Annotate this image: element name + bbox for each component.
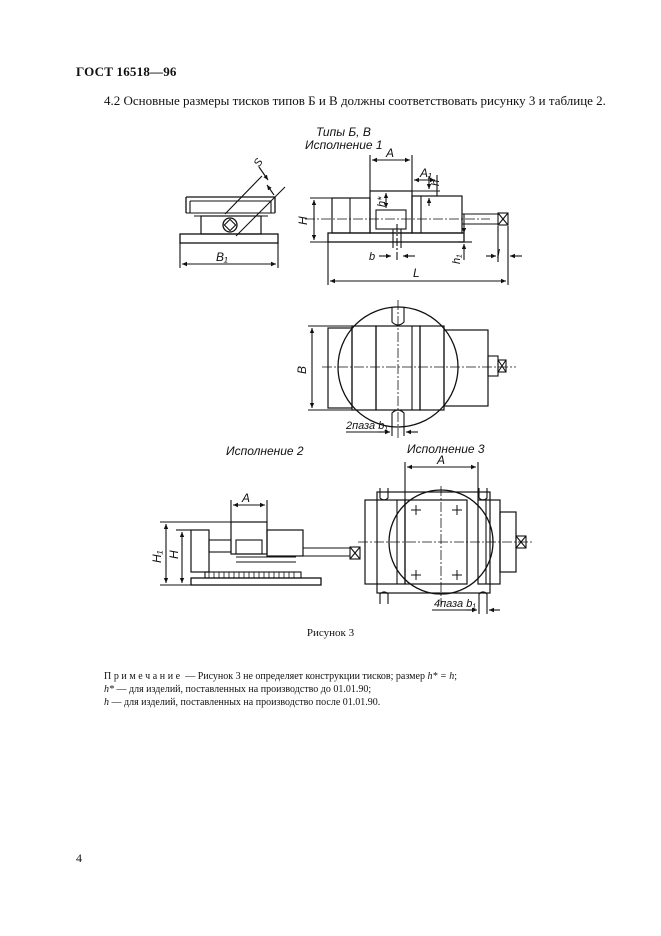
dim-label-B: B bbox=[295, 366, 309, 374]
dim-label-A1: A₁ bbox=[419, 166, 432, 180]
variant1-front-view bbox=[305, 155, 522, 285]
note-line-1-text: — Рисунок 3 не определяет конструкции ти… bbox=[182, 671, 428, 682]
title-types: Типы Б, В bbox=[316, 125, 371, 139]
figure-caption: Рисунок 3 bbox=[306, 627, 355, 639]
page-number: 4 bbox=[76, 851, 82, 865]
dim-label-A-v3: A bbox=[436, 453, 445, 467]
variant3-view bbox=[358, 462, 534, 614]
title-variant-1: Исполнение 1 bbox=[305, 138, 383, 152]
label-4-slots: 4паза b₁ bbox=[434, 598, 476, 610]
variant1-end-view bbox=[179, 166, 286, 268]
note-line-2-text: — для изделий, поставленных на производс… bbox=[114, 684, 372, 695]
dim-label-hstar: h* bbox=[376, 196, 388, 207]
dim-label-A: A bbox=[385, 146, 394, 160]
note-symbol-hstar: h* bbox=[104, 684, 114, 695]
note-line-1: Примечание — Рисунок 3 не определяет кон… bbox=[104, 670, 624, 683]
note-line-3-text: — для изделий, поставленных на производс… bbox=[109, 697, 381, 708]
dim-label-B1: B₁ bbox=[216, 250, 228, 264]
note-line-1-end: ; bbox=[454, 671, 457, 682]
intro-paragraph: 4.2 Основные размеры тисков типов Б и В … bbox=[104, 93, 606, 108]
note-line-2: h* — для изделий, поставленных на произв… bbox=[104, 683, 624, 696]
title-variant-2: Исполнение 2 bbox=[226, 444, 304, 458]
standard-header: ГОСТ 16518—96 bbox=[76, 64, 177, 79]
label-2-slots: 2паза b₁ bbox=[345, 420, 388, 432]
dim-label-A-v2: A bbox=[241, 491, 250, 505]
dim-label-h1: h₁ bbox=[451, 254, 463, 264]
variant1-plan-view bbox=[308, 300, 516, 438]
dim-label-h: h bbox=[430, 180, 442, 186]
dim-label-H: H bbox=[296, 216, 310, 225]
figure-note: Примечание — Рисунок 3 не определяет кон… bbox=[104, 670, 624, 709]
dim-label-L: L bbox=[413, 266, 420, 280]
title-variant-3: Исполнение 3 bbox=[407, 442, 485, 456]
note-formula: h* = h bbox=[427, 671, 455, 682]
note-line-3: h — для изделий, поставленных на произво… bbox=[104, 696, 624, 709]
dim-label-H-v2: H bbox=[167, 550, 181, 559]
variant2-view bbox=[160, 500, 361, 586]
note-label: Примечание bbox=[104, 671, 183, 682]
dim-label-b: b bbox=[369, 251, 375, 263]
dim-label-S: S bbox=[252, 156, 266, 169]
dim-label-l: l bbox=[497, 247, 500, 261]
note-symbol-h: h bbox=[104, 697, 109, 708]
dim-label-H1: H₁ bbox=[150, 550, 164, 563]
